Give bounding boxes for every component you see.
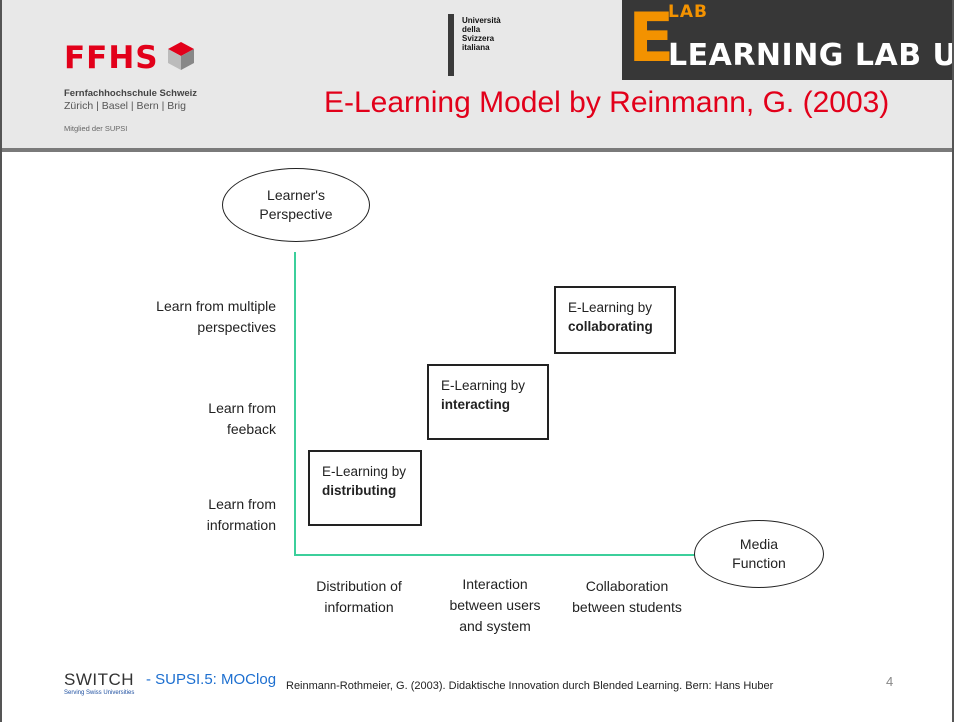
- elearning-model-diagram: Learner's Perspective Media Function Lea…: [0, 152, 954, 642]
- learner-perspective-line1: Learner's: [267, 187, 325, 203]
- slide-title: E-Learning Model by Reinmann, G. (2003): [324, 86, 890, 119]
- y-label-line: Learn from: [208, 496, 276, 512]
- x-label-line: Collaboration: [585, 578, 669, 594]
- usi-logo-text: Università della Svizzera italiana: [462, 16, 501, 52]
- elearning-lab-logo: E LAB LEARNING LAB US: [622, 0, 954, 80]
- x-label-line: between students: [572, 599, 682, 615]
- switch-logo: SWITCH: [64, 670, 135, 689]
- x-label-collaboration: Collaboration between students: [562, 576, 692, 618]
- y-label-line: Learn from multiple: [156, 298, 276, 314]
- learner-perspective-line2: Perspective: [259, 206, 333, 222]
- usi-logo: Università della Svizzera italiana: [448, 14, 548, 76]
- switch-tagline: Serving Swiss Universities: [64, 690, 135, 696]
- ffhs-member: Mitglied der SUPSI: [64, 124, 128, 133]
- reference-citation: Reinmann-Rothmeier, G. (2003). Didaktisc…: [286, 680, 774, 692]
- x-label-line: and system: [459, 618, 531, 634]
- box-collaborating-prefix: E-Learning by: [568, 300, 653, 315]
- box-distributing: E-Learning by distributing: [308, 450, 422, 526]
- box-distributing-keyword: distributing: [322, 483, 397, 498]
- x-label-line: information: [324, 599, 394, 615]
- elab-lab-label: LAB: [668, 2, 708, 22]
- media-function-node: Media Function: [694, 520, 824, 588]
- supsi-label: - SUPSI.5: MOClog: [146, 671, 277, 688]
- horizontal-axis: [294, 554, 696, 556]
- x-label-line: between users: [449, 597, 541, 613]
- page-number: 4: [886, 674, 894, 689]
- elab-main-label: LEARNING LAB US: [668, 38, 954, 73]
- usi-logo-bar: [448, 14, 454, 76]
- box-collaborating: E-Learning by collaborating: [554, 286, 676, 354]
- x-label-line: Interaction: [462, 576, 528, 592]
- y-label-multiple-perspectives: Learn from multiple perspectives: [136, 296, 276, 338]
- y-label-line: information: [206, 517, 276, 533]
- vertical-axis: [294, 252, 296, 556]
- box-interacting-prefix: E-Learning by: [441, 378, 526, 393]
- y-label-line: feeback: [226, 421, 276, 437]
- slide-header: FFHS Fernfachhochschule Schweiz Zürich |…: [0, 0, 954, 152]
- learner-perspective-node: Learner's Perspective: [222, 168, 370, 242]
- media-function-line2: Function: [732, 555, 786, 571]
- frame-left: [0, 0, 2, 722]
- box-interacting: E-Learning by interacting: [427, 364, 549, 440]
- y-label-line: Learn from: [208, 400, 276, 416]
- frame-right: [952, 0, 954, 722]
- box-distributing-prefix: E-Learning by: [322, 464, 407, 479]
- x-label-line: Distribution of: [316, 578, 402, 594]
- y-label-line: perspectives: [197, 319, 276, 335]
- x-label-interaction: Interaction between users and system: [430, 574, 560, 637]
- ffhs-fullname: Fernfachhochschule Schweiz: [64, 88, 198, 99]
- box-collaborating-keyword: collaborating: [568, 319, 653, 334]
- x-label-distribution: Distribution of information: [294, 576, 424, 618]
- elab-e-letter: E: [628, 0, 675, 78]
- y-label-feedback: Learn from feeback: [136, 398, 276, 440]
- y-label-information: Learn from information: [136, 494, 276, 536]
- ffhs-wordmark: FFHS: [64, 40, 159, 76]
- ffhs-cube-icon: [168, 42, 194, 70]
- ffhs-cities: Zürich | Basel | Bern | Brig: [64, 100, 186, 112]
- media-function-line1: Media: [739, 536, 779, 552]
- box-interacting-keyword: interacting: [441, 397, 511, 412]
